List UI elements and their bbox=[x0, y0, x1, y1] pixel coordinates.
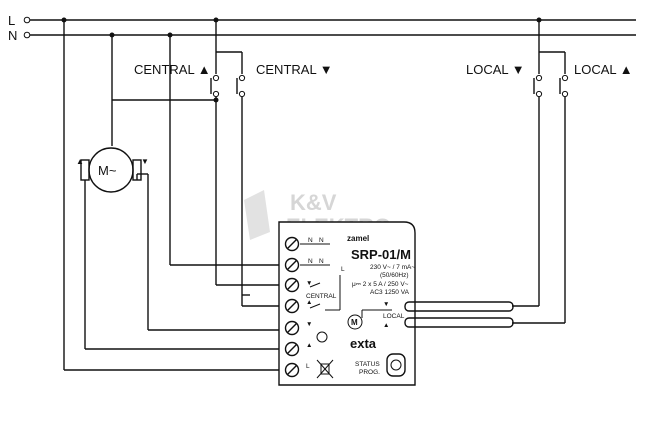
module-spec3: μ⎓ 2 x 5 A / 250 V~ bbox=[352, 281, 409, 288]
module-m-label: M bbox=[351, 318, 358, 327]
motor-icon bbox=[88, 147, 134, 193]
terminal-block bbox=[284, 236, 300, 378]
central-switches: CENTRAL ▲ CENTRAL ▼ bbox=[134, 20, 333, 295]
module-local-label: LOCAL bbox=[383, 313, 405, 320]
module-product: exta bbox=[350, 336, 377, 351]
module-wires bbox=[63, 20, 286, 371]
supply-rails: L N bbox=[8, 13, 636, 43]
module-local-down: ▼ bbox=[383, 301, 389, 308]
module-l-top: L bbox=[341, 266, 345, 273]
local-down-label: LOCAL ▼ bbox=[466, 62, 525, 77]
module-n2-left: N bbox=[308, 258, 313, 265]
motor: M~ ▲ ▼ bbox=[76, 35, 219, 349]
motor-label: M~ bbox=[98, 163, 117, 178]
local-input-leads bbox=[404, 301, 514, 328]
module-central-up: ▲ bbox=[306, 299, 312, 306]
motor-up-mark: ▲ bbox=[76, 157, 84, 166]
module-spec4: AC3 1250 VA bbox=[370, 289, 410, 296]
motor-down-mark: ▼ bbox=[141, 157, 149, 166]
rail-l-terminal bbox=[23, 16, 31, 24]
module-motor-icon bbox=[316, 331, 328, 343]
watermark-logo-icon bbox=[244, 190, 270, 240]
module-local-up: ▲ bbox=[383, 322, 389, 329]
watermark-line1: K&V bbox=[290, 190, 337, 215]
module-n1-right: N bbox=[319, 237, 324, 244]
module-body bbox=[278, 221, 416, 386]
central-up-label: CENTRAL ▲ bbox=[134, 62, 211, 77]
module-n2-right: N bbox=[319, 258, 324, 265]
module-l-bottom: L bbox=[306, 363, 310, 370]
module-motor-up: ▲ bbox=[306, 342, 312, 349]
module-motor-down: ▼ bbox=[306, 321, 312, 328]
relay-module: N N N N ▼ ▲ CENTRAL L L ▼ ▲ zamel SRP-01… bbox=[278, 221, 416, 386]
status-led-icon bbox=[390, 359, 402, 371]
module-m-circle bbox=[347, 314, 363, 330]
module-spec2: (50/60Hz) bbox=[380, 272, 409, 279]
module-status2: PROG. bbox=[359, 369, 380, 376]
module-status1: STATUS bbox=[355, 361, 380, 368]
module-central-label: CENTRAL bbox=[306, 293, 337, 300]
module-central-down: ▼ bbox=[306, 280, 312, 287]
rail-n-terminal bbox=[23, 31, 31, 39]
module-spec1: 230 V~ / 7 mA~ bbox=[370, 264, 415, 271]
module-model: SRP-01/M bbox=[351, 247, 411, 262]
status-prog-button[interactable] bbox=[386, 353, 406, 377]
local-up-label: LOCAL ▲ bbox=[574, 62, 633, 77]
module-brand: zamel bbox=[347, 234, 369, 243]
central-down-label: CENTRAL ▼ bbox=[256, 62, 333, 77]
rail-n-label: N bbox=[8, 28, 17, 43]
module-n1-left: N bbox=[308, 237, 313, 244]
weee-bin-icon bbox=[316, 359, 334, 379]
local-switches: LOCAL ▼ LOCAL ▲ bbox=[466, 20, 633, 324]
rail-l-label: L bbox=[8, 13, 15, 28]
